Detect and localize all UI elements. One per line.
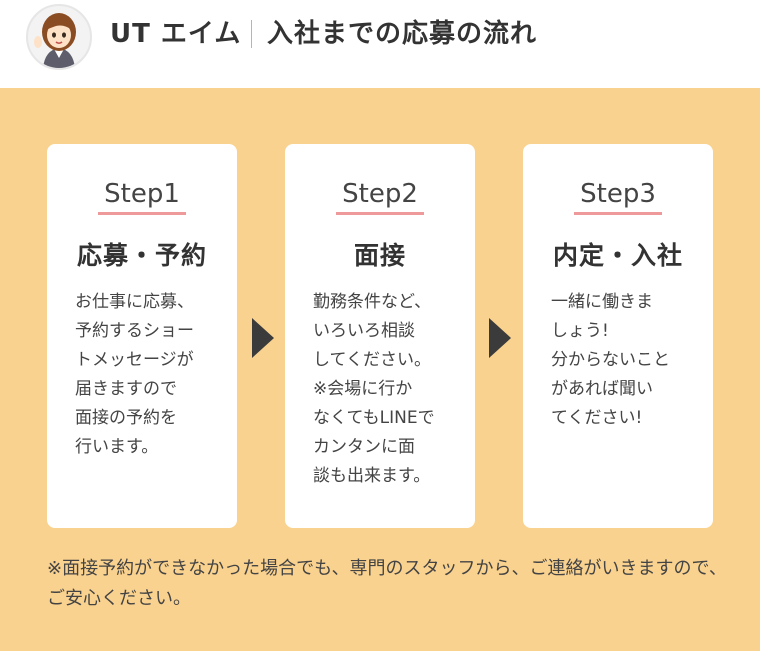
step-description: 一緒に働きま しょう! 分からないこと があれば聞い てください! — [551, 292, 670, 428]
header-divider — [251, 20, 252, 48]
step-label: Step2 — [285, 174, 475, 215]
step-title: 応募・予約 — [76, 241, 207, 270]
step-card-3: Step3 内定・入社 一緒に働きま しょう! 分からないこと があれば聞い て… — [523, 144, 713, 528]
step-card-1: Step1 応募・予約 お仕事に応募、 予約するショー トメッセージが 届きます… — [47, 144, 237, 528]
waving-woman-icon — [26, 4, 92, 70]
step-title: 内定・入社 — [552, 241, 683, 270]
step-description: 勤務条件など、 いろいろ相談 してください。 ※会場に行か なくてもLINEで … — [313, 292, 435, 486]
arrow-right-icon — [489, 318, 511, 358]
page-title: 入社までの応募の流れ — [267, 19, 538, 49]
arrow-right-icon — [252, 318, 274, 358]
step-label: Step1 — [47, 174, 237, 215]
flow-panel: Step1 応募・予約 お仕事に応募、 予約するショー トメッセージが 届きます… — [0, 88, 760, 651]
header: UT エイム 入社までの応募の流れ — [0, 0, 760, 88]
step-description: お仕事に応募、 予約するショー トメッセージが 届きますので 面接の予約を 行い… — [75, 292, 194, 457]
step-card-2: Step2 面接 勤務条件など、 いろいろ相談 してください。 ※会場に行か な… — [285, 144, 475, 528]
step-title: 面接 — [353, 241, 406, 270]
footnote: ※面接予約ができなかった場合でも、専門のスタッフから、ご連絡がいきますので、ご安… — [47, 558, 727, 609]
brand-name: UT エイム — [110, 19, 242, 49]
step-label: Step3 — [523, 174, 713, 215]
